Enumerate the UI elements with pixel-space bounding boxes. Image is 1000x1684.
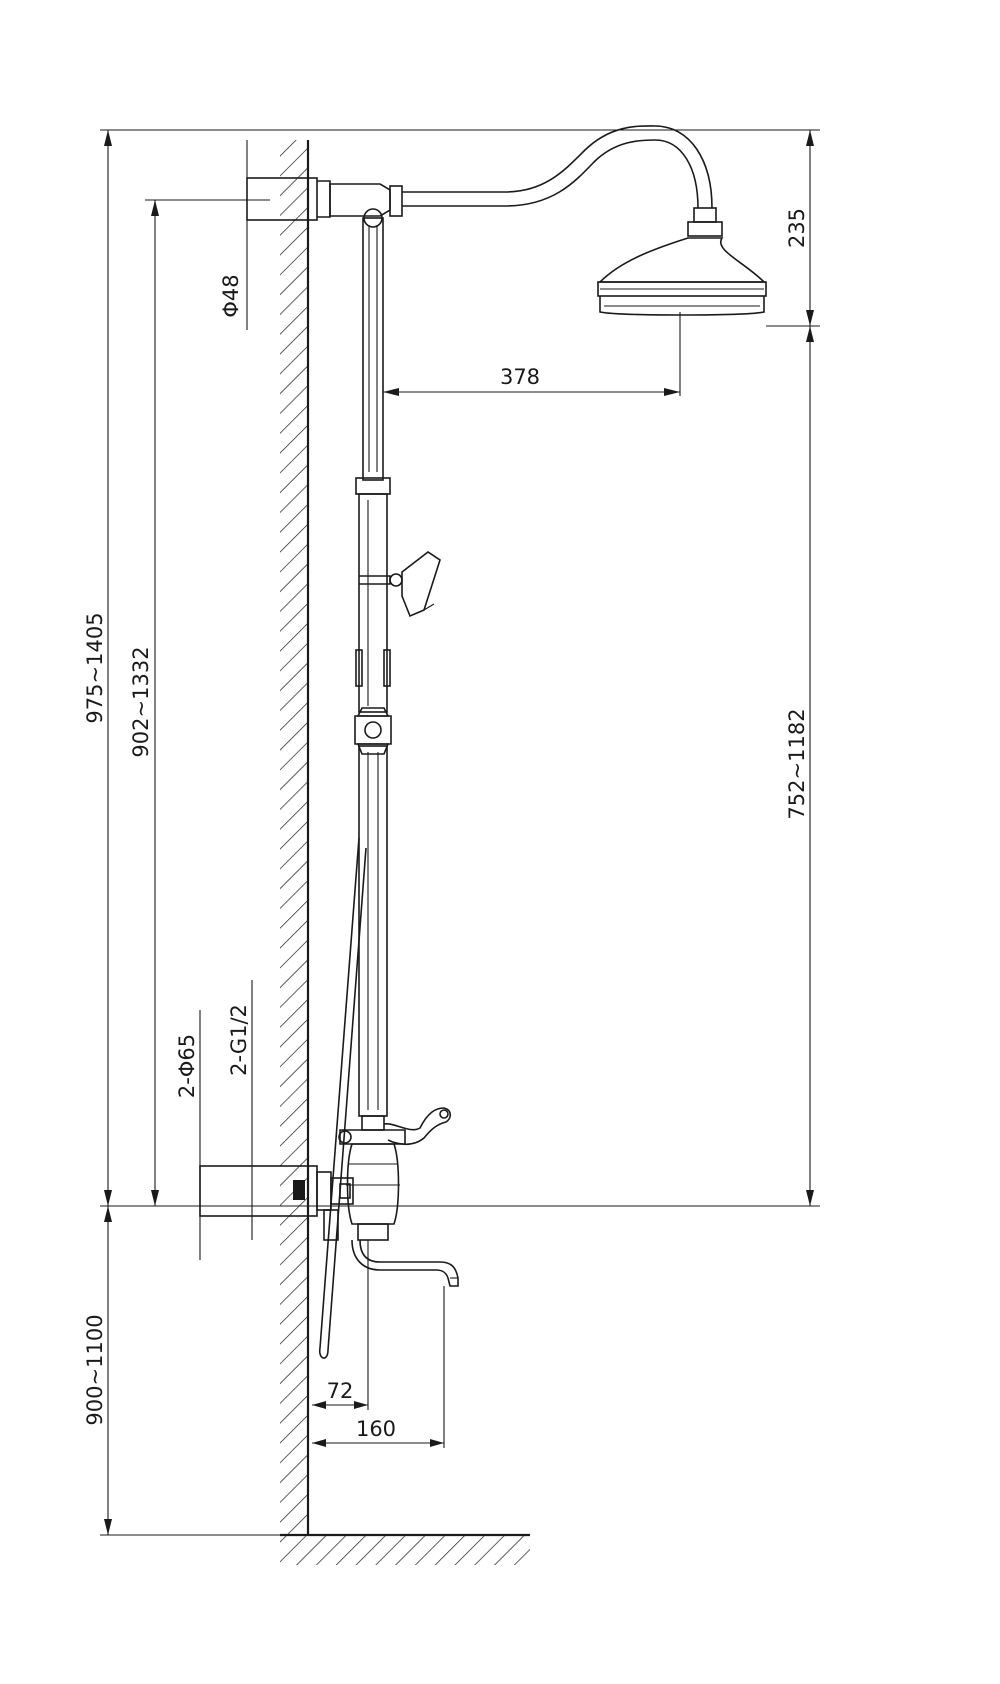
riser-pipe [355,208,391,1117]
label-pipe-diameter: Φ48 [219,274,243,317]
label-total-height: 975~1405 [83,612,107,723]
wall-section [280,140,310,1535]
label-spout-projection: 160 [356,1417,396,1441]
shower-hose [318,837,367,1359]
dimension-riser-height [151,200,159,1206]
dimension-arm-reach [383,312,681,396]
dimension-spout-projection [312,1286,445,1448]
slider-clamp [354,707,392,755]
bath-spout [351,1239,459,1287]
label-riser-height: 902~1332 [129,646,153,757]
label-inlet-thread: 2-G1/2 [227,1004,251,1076]
dimension-inlet-offset [312,1240,369,1410]
dimension-head-drop [806,130,814,326]
rain-shower-head [597,207,767,316]
dimension-inlet-height [104,1206,112,1535]
wall-bracket-top [246,177,403,221]
dimension-head-to-inlet [806,326,814,1206]
label-arm-reach: 378 [500,365,540,389]
label-head-to-inlet: 752~1182 [785,708,809,819]
diverter-mixer-body [338,1107,452,1241]
label-head-drop: 235 [785,208,809,248]
label-inlet-height: 900~1100 [83,1314,107,1425]
floor-section [100,1533,530,1565]
hand-shower-holder [359,551,441,618]
label-inlet-offset: 72 [327,1379,354,1403]
gooseneck-arm [402,125,713,209]
dimension-total-height [104,130,112,1206]
label-flange-diameter: 2-Φ65 [175,1034,199,1098]
